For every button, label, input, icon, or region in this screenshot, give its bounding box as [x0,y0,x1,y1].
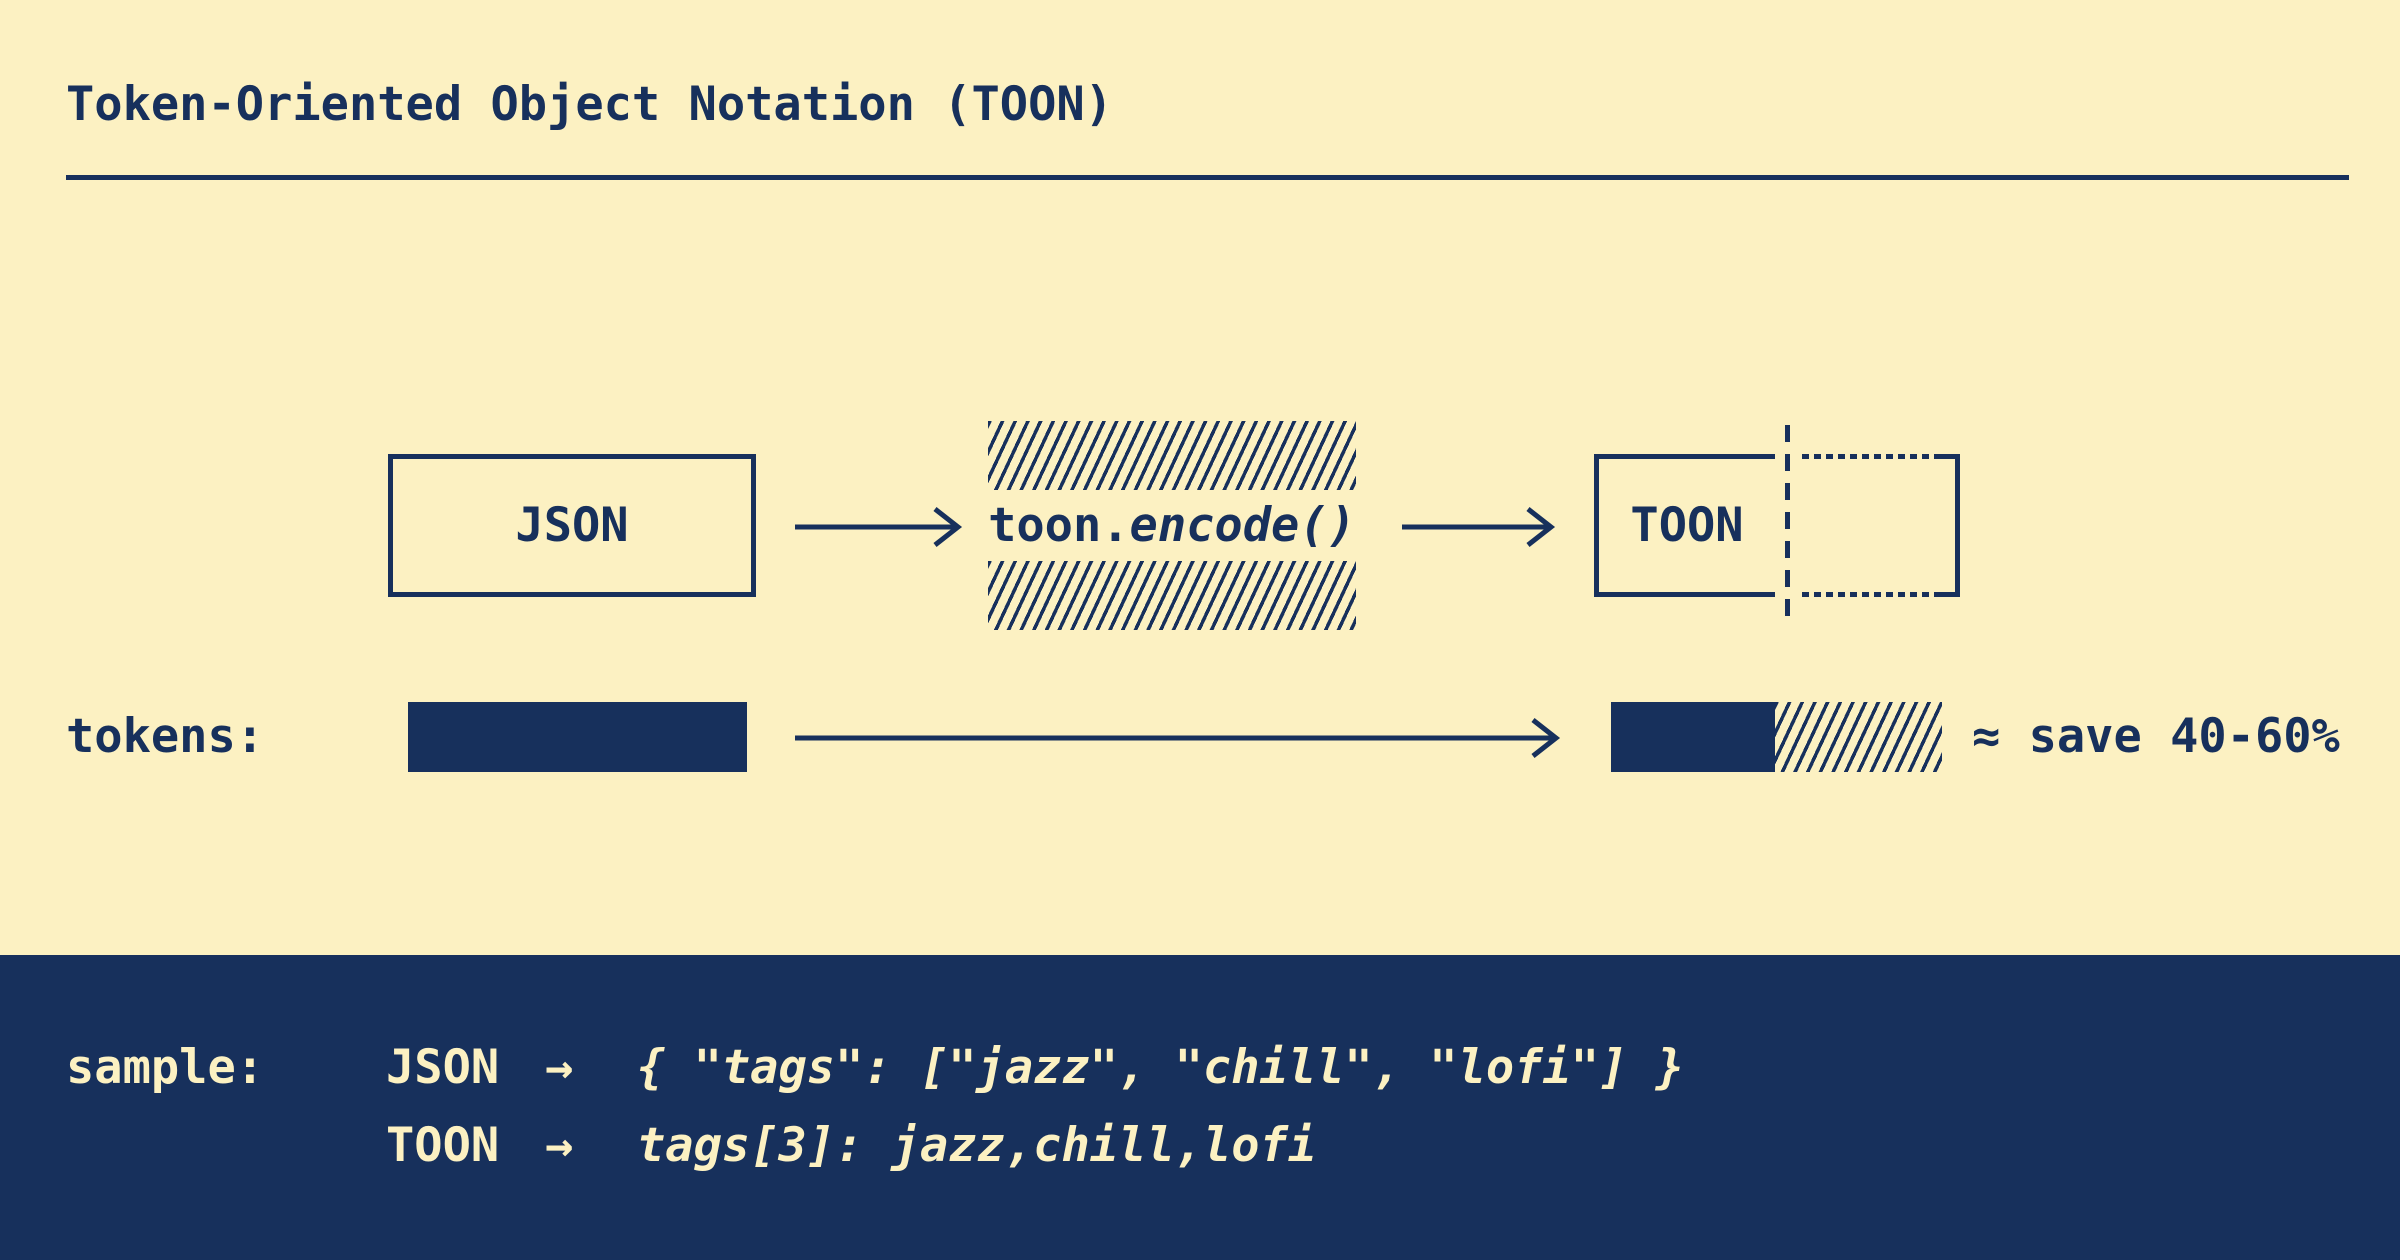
encoder-hatch-bottom [988,561,1356,630]
arrow-json-to-encoder-icon [795,507,963,547]
encoder-label-prefix: toon. [988,498,1130,553]
toon-ghost-border-bottom [1802,592,1938,597]
sample-panel [0,955,2400,1260]
toon-output-label: TOON [1630,498,1744,553]
toon-token-bar-saved-hatch [1775,702,1942,772]
encoder-label: toon.encode() [988,500,1356,552]
toon-box-cut-line [1785,425,1790,625]
sample-row-json-arrow-icon: → [545,1040,574,1095]
sample-row-json-code: { "tags": ["jazz", "chill", "lofi"] } [637,1040,1684,1095]
title-rule [66,175,2349,180]
encoder-hatch-top [988,421,1356,490]
toon-token-bar-solid [1611,702,1775,772]
tokens-row-label: tokens: [66,709,265,764]
arrow-token-bars-icon [795,718,1561,758]
sample-row-json-format: JSON [386,1040,500,1095]
encoder-label-call: encode() [1129,498,1356,553]
json-input-box: JSON [388,454,756,597]
toon-ghost-corner-top [1936,454,1960,459]
toon-output-box: TOON [1594,454,1775,597]
page-title: Token-Oriented Object Notation (TOON) [66,77,1113,132]
json-token-bar [408,702,747,772]
toon-ghost-corner-bottom [1936,592,1960,597]
json-input-label: JSON [515,498,629,553]
sample-row-toon-arrow-icon: → [545,1118,574,1173]
arrow-encoder-to-toon-icon [1402,507,1556,547]
token-savings-label: ≈ save 40-60% [1972,709,2340,764]
toon-ghost-border-right [1955,454,1960,597]
toon-ghost-border-top [1802,454,1938,459]
sample-panel-label: sample: [66,1040,265,1095]
sample-row-toon-code: tags[3]: jazz,chill,lofi [637,1118,1317,1173]
sample-row-toon-format: TOON [386,1118,500,1173]
